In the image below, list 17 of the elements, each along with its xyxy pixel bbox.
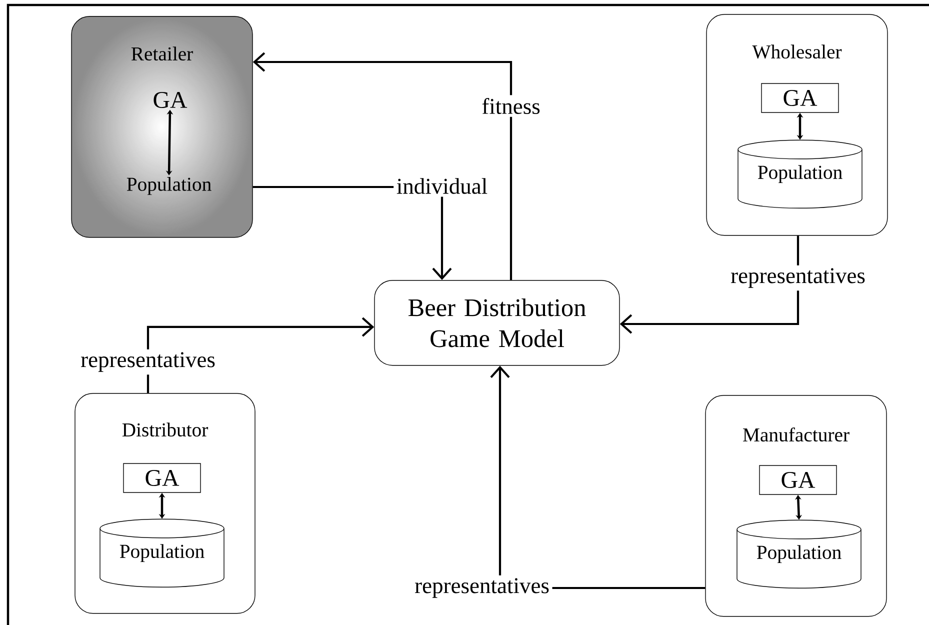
population-cylinder: Population <box>100 518 224 588</box>
ga-box: GA <box>123 463 201 493</box>
population-cylinder: Population <box>736 520 862 588</box>
arrow <box>620 236 800 334</box>
arrow <box>252 52 512 280</box>
population-cylinder: Population <box>738 140 862 208</box>
edge-label: individual <box>394 175 490 197</box>
edge-label: representatives <box>412 575 552 601</box>
node-text: GA <box>154 92 188 108</box>
model-box: Beer Distribution Game Model <box>374 280 620 366</box>
node-text: Population <box>126 177 212 195</box>
edge-label: fitness <box>478 95 544 117</box>
edge-label: representatives <box>728 265 868 291</box>
ga-box: GA <box>759 465 837 495</box>
arrow <box>146 317 374 393</box>
ga-box: GA <box>761 83 839 113</box>
edge-label: representatives <box>78 349 218 375</box>
